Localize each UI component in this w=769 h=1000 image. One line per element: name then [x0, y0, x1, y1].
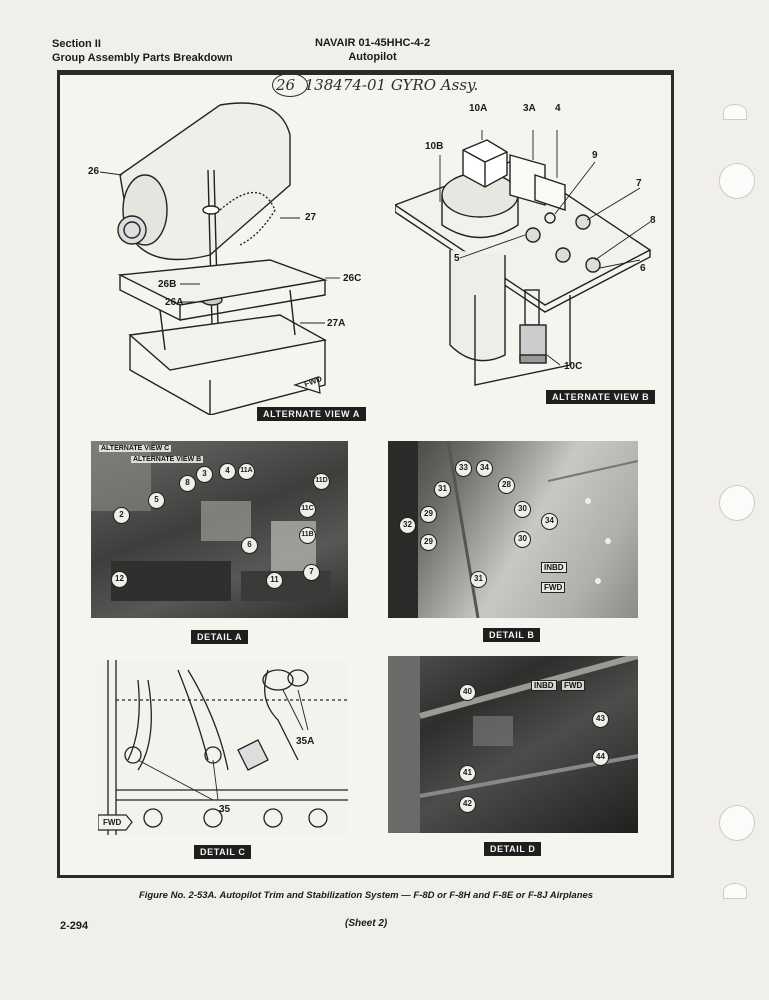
label-26: 26 — [88, 166, 100, 177]
callout-11a: 11A — [238, 463, 255, 480]
binder-hole — [723, 883, 747, 899]
detail-c-tag: DETAIL C — [194, 845, 252, 859]
detail-a-shapes — [91, 441, 331, 601]
label-3a: 3A — [523, 103, 536, 114]
section-subtitle: Group Assembly Parts Breakdown — [52, 52, 233, 64]
detail-b-shapes — [388, 441, 638, 618]
label-35: 35 — [219, 804, 231, 815]
label-26c: 26C — [343, 273, 362, 284]
label-4: 4 — [555, 103, 561, 114]
callout-32: 32 — [399, 517, 416, 534]
figure-caption: Figure No. 2-53A. Autopilot Trim and Sta… — [138, 890, 594, 901]
callout-34: 34 — [476, 460, 493, 477]
callout-30-lower: 30 — [514, 531, 531, 548]
callout-11b: 11B — [299, 527, 316, 544]
callout-40: 40 — [459, 684, 476, 701]
detail-d-shapes — [388, 656, 638, 833]
overlay-alternate-view-b: ALTERNATE VIEW B — [131, 456, 204, 463]
callout-41: 41 — [459, 765, 476, 782]
callout-33: 33 — [455, 460, 472, 477]
detail-d-photo: 40 43 44 41 42 INBD FWD — [388, 656, 638, 833]
handwritten-circle — [272, 73, 308, 97]
label-10c: 10C — [564, 361, 583, 372]
alternate-view-a-tag: ALTERNATE VIEW A — [257, 407, 366, 421]
label-27: 27 — [305, 212, 317, 223]
callout-11d: 11D — [313, 473, 330, 490]
binder-hole — [723, 104, 747, 120]
handwritten-item-number: 26 — [276, 76, 296, 94]
handwritten-part-number: 138474-01 GYRO Assy. — [304, 76, 479, 94]
callout-7: 7 — [303, 564, 320, 581]
label-10b: 10B — [425, 141, 444, 152]
detail-a-photo: ALTERNATE VIEW C ALTERNATE VIEW B 2 5 8 … — [91, 441, 348, 618]
callout-31: 31 — [434, 481, 451, 498]
label-35a: 35A — [296, 736, 315, 747]
page-number: 2-294 — [60, 920, 89, 932]
alternate-view-a-drawing — [100, 102, 340, 415]
handwritten-note: 26 138474-01 GYRO Assy. — [276, 76, 478, 94]
callout-6: 6 — [241, 537, 258, 554]
label-27a: 27A — [327, 318, 346, 329]
inbd-arrow-label: INBD — [541, 562, 567, 573]
callout-12: 12 — [111, 571, 128, 588]
doc-subtitle: Autopilot — [348, 51, 397, 63]
doc-number: NAVAIR 01-45HHC-4-2 — [314, 37, 431, 49]
detail-b-tag: DETAIL B — [483, 628, 541, 642]
inbd-arrow-label: INBD — [531, 680, 557, 691]
callout-31-lower: 31 — [470, 571, 487, 588]
callout-5: 5 — [148, 492, 165, 509]
fwd-arrow-label: FWD — [561, 680, 586, 691]
label-26b: 26B — [158, 279, 177, 290]
overlay-alternate-view-c: ALTERNATE VIEW C — [99, 445, 172, 452]
fwd-arrow-label: FWD — [541, 582, 566, 593]
callout-28: 28 — [498, 477, 515, 494]
callout-3: 3 — [196, 466, 213, 483]
callout-29: 29 — [420, 506, 437, 523]
callout-43: 43 — [592, 711, 609, 728]
detail-b-photo: 33 34 28 31 29 30 32 34 29 30 31 INBD FW… — [388, 441, 638, 618]
callout-29-lower: 29 — [420, 534, 437, 551]
callout-8: 8 — [179, 475, 196, 492]
binder-hole — [719, 163, 755, 199]
callout-11: 11 — [266, 572, 283, 589]
binder-hole — [719, 805, 755, 841]
fwd-arrow-label-detail-c: FWD — [103, 818, 122, 827]
label-26a: 26A — [165, 297, 184, 308]
callout-44: 44 — [592, 749, 609, 766]
detail-a-tag: DETAIL A — [191, 630, 249, 644]
callout-11c: 11C — [299, 501, 316, 518]
document-header: NAVAIR 01-45HHC-4-2 Autopilot — [285, 36, 460, 64]
callout-2: 2 — [113, 507, 130, 524]
sheet-number: (Sheet 2) — [345, 918, 388, 929]
label-5: 5 — [454, 253, 460, 264]
label-10a: 10A — [469, 103, 488, 114]
detail-d-tag: DETAIL D — [484, 842, 542, 856]
section-header: Section II Group Assembly Parts Breakdow… — [52, 37, 233, 65]
callout-42: 42 — [459, 796, 476, 813]
label-8: 8 — [650, 215, 656, 226]
label-7: 7 — [636, 178, 642, 189]
detail-c-drawing — [98, 660, 348, 835]
callout-4: 4 — [219, 463, 236, 480]
label-6: 6 — [640, 263, 646, 274]
callout-30: 30 — [514, 501, 531, 518]
binder-hole — [719, 485, 755, 521]
alternate-view-b-tag: ALTERNATE VIEW B — [546, 390, 656, 404]
alternate-view-b-drawing — [395, 130, 652, 386]
section-title: Section II — [52, 38, 101, 50]
callout-34-lower: 34 — [541, 513, 558, 530]
label-9: 9 — [592, 150, 598, 161]
